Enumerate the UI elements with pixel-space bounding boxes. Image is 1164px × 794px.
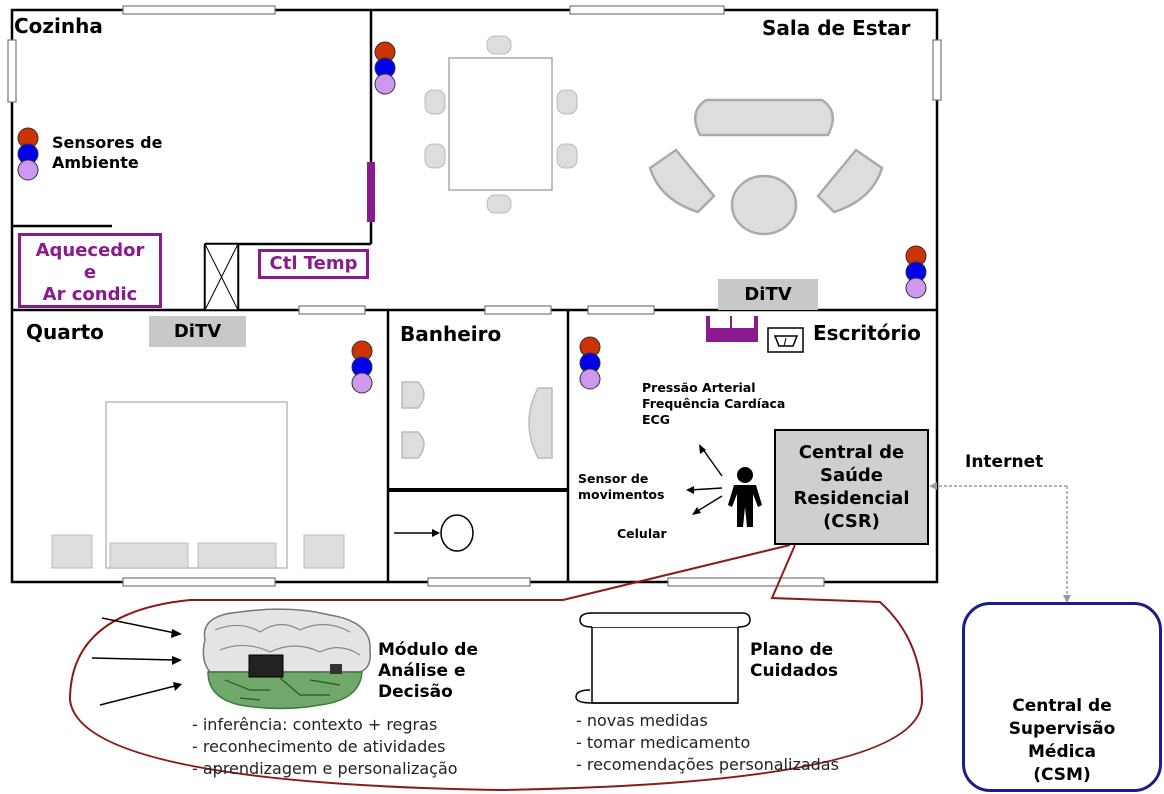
sensor-lilac-dot [905, 277, 927, 299]
vital-frequencia: Frequência Cardíaca [642, 396, 786, 411]
room-label-escritorio: Escritório [813, 321, 921, 345]
purple-door [367, 162, 375, 222]
room-label-quarto: Quarto [26, 320, 104, 344]
csr-line-3: Residencial [793, 488, 910, 509]
bathroom-fixtures [401, 381, 553, 459]
sensor-cluster [17, 127, 39, 181]
csr-line-1: Central de [798, 442, 905, 463]
module-title: Módulo de Análise e Decisão [378, 640, 478, 703]
motion-sensor-line-2: movimentos [578, 487, 665, 502]
ditv-sala-label: DiTV [744, 284, 792, 305]
cellphone-label: Celular [617, 526, 667, 541]
module-item-3: - aprendizagem e personalização [192, 759, 458, 778]
office-device-icon [767, 327, 804, 353]
sensors-label: Sensores de Ambiente [52, 133, 202, 173]
heater-line-2: e [83, 262, 97, 283]
bedroom-furniture [51, 401, 345, 569]
csm-box [962, 602, 1162, 792]
module-item-2: - reconhecimento de atividades [192, 737, 446, 756]
person-arrows [689, 447, 723, 513]
sensors-label-text: Sensores de Ambiente [52, 133, 163, 172]
csm-line-4: (CSM) [1033, 765, 1091, 785]
dining-table [424, 35, 578, 214]
ditv-sala: DiTV [718, 279, 818, 310]
ditv-quarto-label: DiTV [173, 321, 222, 342]
person-icon [728, 467, 762, 527]
csm-line-3: Médica [1028, 742, 1096, 762]
care-plan-title-1: Plano de [750, 640, 834, 660]
care-plan-item-3: - recomendações personalizadas [576, 755, 839, 774]
room-label-sala: Sala de Estar [762, 16, 911, 40]
sensor-cluster [351, 340, 373, 394]
care-plan-item-1: - novas medidas [576, 711, 708, 730]
motion-sensor-line-1: Sensor de [578, 471, 649, 486]
temperature-control-label: Ctl Temp [269, 253, 358, 274]
care-plan-title-2: Cuidados [750, 661, 839, 681]
heater-line-1: Aquecedor [35, 240, 145, 261]
sensor-cluster [905, 245, 927, 299]
ditv-quarto: DiTV [149, 316, 246, 347]
vital-ecg: ECG [642, 412, 670, 427]
internet-label: Internet [965, 452, 1044, 472]
module-title-2: Análise e [378, 661, 466, 681]
csm-text: Central de Supervisão Médica (CSM) [962, 695, 1162, 787]
csr-box: Central de Saúde Residencial (CSR) [774, 429, 929, 545]
room-label-cozinha: Cozinha [14, 14, 103, 38]
module-list: - inferência: contexto + regras - reconh… [192, 714, 458, 780]
motion-sensor-label: Sensor de movimentos [578, 471, 664, 503]
module-input-arrows [91, 617, 176, 706]
csm-line-1: Central de [1012, 696, 1112, 716]
windows [7, 5, 942, 587]
sensor-lilac-dot [374, 73, 396, 95]
sensor-lilac-dot [351, 372, 373, 394]
sensor-clusters [17, 41, 927, 394]
sensor-cluster [374, 41, 396, 95]
living-room-furniture [648, 98, 884, 236]
vital-signs-label: Pressão Arterial Frequência Cardíaca ECG [642, 380, 785, 428]
toilet [440, 514, 474, 552]
room-label-banheiro: Banheiro [400, 322, 502, 346]
office-bench [706, 316, 758, 342]
sensor-lilac-dot [579, 368, 601, 390]
csr-line-4: (CSR) [823, 511, 880, 532]
csr-line-2: Saúde [819, 465, 884, 486]
care-plan-list: - novas medidas - tomar medicamento - re… [576, 710, 839, 776]
module-title-1: Módulo de [378, 640, 478, 660]
duct-box [204, 243, 239, 311]
sensor-cluster [579, 336, 601, 390]
csm-line-2: Supervisão [1008, 719, 1116, 739]
brain-icon [202, 608, 372, 710]
care-plan-item-2: - tomar medicamento [576, 733, 751, 752]
heater-ac-box: Aquecedor e Ar condic [18, 233, 162, 308]
module-item-1: - inferência: contexto + regras [192, 715, 438, 734]
heater-line-3: Ar condic [42, 284, 138, 305]
scroll-icon [575, 612, 751, 704]
temperature-control-box: Ctl Temp [258, 249, 369, 279]
sensor-lilac-dot [17, 159, 39, 181]
care-plan-title: Plano de Cuidados [750, 640, 838, 682]
csr-callout [68, 544, 924, 792]
internet-link [934, 485, 1068, 598]
vital-pressao: Pressão Arterial [642, 380, 756, 395]
module-title-3: Decisão [378, 682, 453, 702]
